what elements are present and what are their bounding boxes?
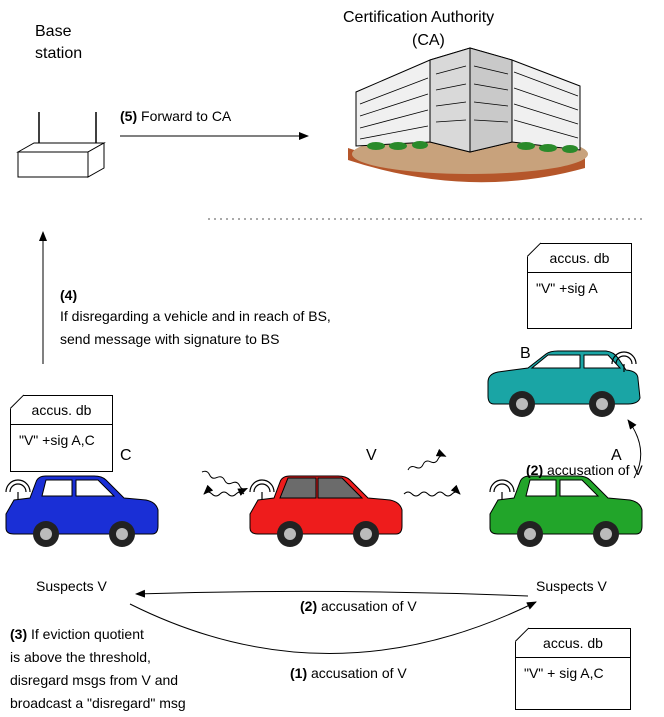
db-entry: "V" +sig A,C [19, 432, 95, 448]
step1-label: (1) accusation of V [290, 665, 407, 681]
step4-line2: send message with signature to BS [60, 331, 280, 347]
broadcast-waves [201, 448, 461, 497]
step5-label: (5) Forward to CA [120, 108, 232, 124]
base-station-icon [16, 112, 106, 178]
step3-line1: (3) If eviction quotient [10, 626, 144, 642]
db-header: accus. db [528, 244, 631, 273]
base-station-label: Base [35, 23, 72, 40]
ca-abbrev: (CA) [412, 32, 445, 49]
accusation-a-to-c-arrow [135, 589, 529, 598]
step2-mid-label: (2) accusation of V [300, 598, 417, 614]
step2-right-label: (2) accusation of V [526, 462, 643, 478]
step3-line4: broadcast a "disregard" msg [10, 695, 186, 711]
car-b-label: B [520, 345, 531, 362]
ca-building-icon [348, 47, 588, 183]
base-station-label-2: station [35, 45, 83, 62]
car-v-label: V [366, 447, 377, 464]
car-c-label: C [120, 447, 132, 464]
step4-line1: If disregarding a vehicle and in reach o… [60, 308, 331, 324]
accusation-a-to-b-arrow [627, 419, 642, 479]
car-c [5, 475, 159, 547]
car-a [489, 475, 643, 547]
suspects-c-label: Suspects V [36, 578, 107, 594]
db-entry: "V" + sig A,C [524, 665, 604, 681]
car-b [487, 350, 641, 417]
ca-title: Certification Authority [343, 9, 495, 26]
car-v [249, 475, 403, 547]
step3-line2: is above the threshold, [10, 649, 151, 665]
suspects-a-label: Suspects V [536, 578, 607, 594]
accusation-db-b: accus. db "V" +sig A [527, 242, 632, 329]
car-a-label: A [611, 447, 622, 464]
accusation-c-to-a-arrow [129, 601, 537, 654]
accusation-db-c: accus. db "V" +sig A,C [10, 394, 113, 472]
db-header: accus. db [516, 629, 630, 658]
step3-line3: disregard msgs from V and [10, 672, 179, 688]
db-header: accus. db [11, 396, 112, 425]
accusation-db-a: accus. db "V" + sig A,C [515, 627, 631, 710]
step4-num: (4) [60, 287, 78, 303]
db-entry: "V" +sig A [536, 280, 598, 296]
